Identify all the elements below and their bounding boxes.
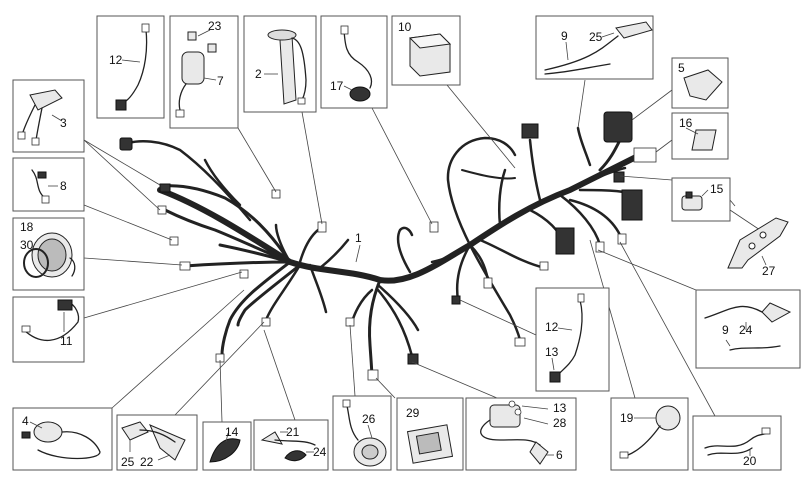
- callout-19: 19: [620, 411, 634, 425]
- part-box-26: 26: [332, 395, 392, 471]
- callout-24: 24: [739, 323, 753, 337]
- callout-28: 28: [553, 416, 567, 430]
- part-box-25-22: 25 22: [116, 414, 198, 471]
- callout-22: 22: [140, 455, 154, 469]
- part-box-8: 8: [12, 157, 85, 212]
- harness-connectors: [119, 111, 657, 381]
- callout-17: 17: [330, 79, 344, 93]
- part-box-20: 20: [692, 415, 782, 471]
- callout-5: 5: [678, 61, 685, 75]
- callout-26: 26: [362, 412, 376, 426]
- callout-1: 1: [355, 231, 362, 245]
- main-wiring-harness: [126, 126, 643, 380]
- part-27-bracket: 27: [727, 199, 789, 278]
- callout-21: 21: [286, 425, 300, 439]
- callout-8: 8: [60, 179, 67, 193]
- callout-30: 30: [20, 238, 34, 252]
- callout-9: 9: [722, 323, 729, 337]
- part-box-19: 19: [610, 397, 689, 471]
- callout-15: 15: [710, 182, 724, 196]
- callout-18: 18: [20, 220, 34, 234]
- callout-2: 2: [255, 67, 262, 81]
- callout-6: 6: [556, 448, 563, 462]
- callout-13: 13: [545, 345, 559, 359]
- part-box-9-24: 24 9: [695, 289, 801, 369]
- part-box-18-30: 18 30: [12, 217, 85, 291]
- callout-10: 10: [398, 20, 412, 34]
- part-box-17: 17: [320, 15, 388, 109]
- callout-13: 13: [553, 401, 567, 415]
- part-box-13-28-6: 13 28 6: [465, 397, 577, 471]
- leader-lines: [83, 79, 761, 423]
- part-box-16: 16: [671, 112, 729, 160]
- callout-12: 12: [545, 320, 559, 334]
- callout-4: 4: [22, 414, 29, 428]
- callout-11: 11: [60, 334, 73, 348]
- part-box-3: 3: [12, 79, 85, 153]
- callout-24: 24: [313, 445, 327, 459]
- callout-25: 25: [589, 30, 603, 44]
- callout-1-group: 1: [355, 231, 362, 263]
- part-box-5: 5: [671, 57, 729, 109]
- part-box-10: 10: [391, 15, 461, 86]
- callout-3: 3: [60, 116, 67, 130]
- callout-14: 14: [225, 425, 239, 439]
- part-box-12-13: 12 13: [535, 287, 610, 392]
- part-box-12-top: 12: [96, 15, 165, 119]
- callout-20: 20: [743, 454, 757, 468]
- callout-7: 7: [217, 74, 224, 88]
- part-box-29: 29: [396, 397, 464, 471]
- part-box-15: 15: [671, 177, 731, 222]
- callout-27: 27: [762, 264, 776, 278]
- part-box-4: 4: [12, 407, 113, 471]
- callout-9: 9: [561, 29, 568, 43]
- part-box-11: 11: [12, 296, 85, 363]
- callout-12: 12: [109, 53, 123, 67]
- part-box-9-25: 9 25: [535, 15, 654, 80]
- part-box-2: 2: [243, 15, 317, 113]
- part-box-14: 14: [202, 421, 252, 471]
- part-box-23-7: 23 7: [169, 15, 239, 129]
- callout-16: 16: [679, 116, 693, 130]
- callout-25: 25: [121, 455, 135, 469]
- part-box-21-24: 21 24: [253, 419, 329, 471]
- callout-23: 23: [208, 19, 222, 33]
- callout-29: 29: [406, 406, 420, 420]
